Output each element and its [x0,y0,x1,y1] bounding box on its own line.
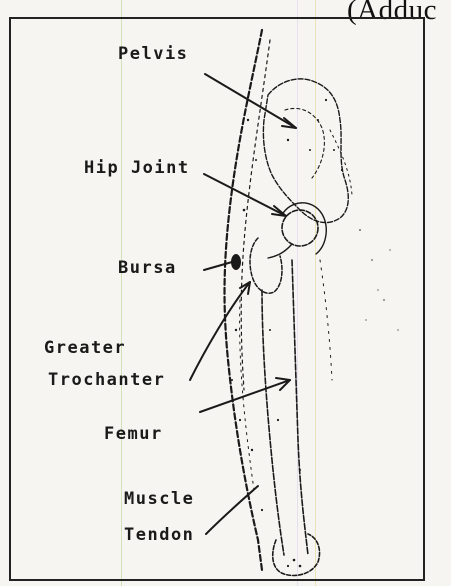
bursa-label: Bursa [118,258,177,278]
femur-label: Femur [104,424,163,444]
femur-shaft-left [262,290,284,555]
knee-condyle [273,534,320,576]
thigh-outline-left [225,30,262,570]
muscle-tendon-label-line1: Muscle [124,489,194,509]
scan-speckle [231,99,399,567]
femoral-head [282,210,318,246]
pelvis-arrowhead [282,118,296,128]
hip-joint-label: Hip Joint [84,158,190,178]
trochanter-leader [190,282,250,380]
femur-leader [200,380,290,412]
thigh-outline-inner [241,40,270,390]
bursa-leader [204,262,232,270]
muscle-fiber [320,260,332,380]
tendon-leader [206,486,258,534]
muscle-tendon-label-line2: Tendon [124,525,194,545]
femur-shaft-right [292,260,308,555]
greater-trochanter-label-line1: Greater [44,338,126,358]
pelvis-shape [263,79,348,223]
greater-trochanter [250,238,282,293]
pelvis-label: Pelvis [118,44,188,64]
pelvis-inner [285,108,324,178]
greater-trochanter-label-line2: Trochanter [48,370,165,390]
